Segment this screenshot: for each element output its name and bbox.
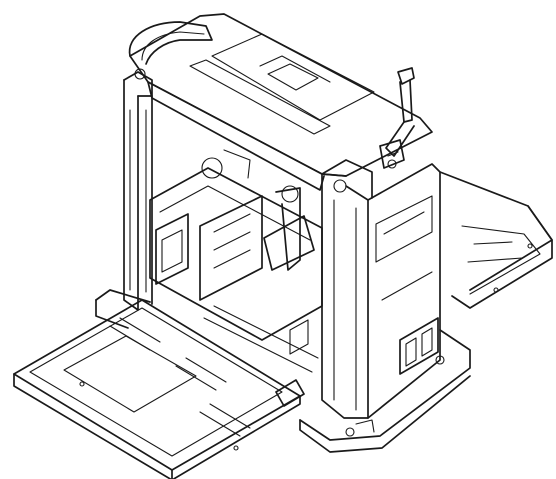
base (95, 289, 471, 453)
left-column (123, 71, 153, 311)
depth-adjustment-crank (379, 67, 415, 169)
right-column (321, 159, 441, 419)
outfeed-table (439, 171, 553, 309)
cutter-head-motor (149, 149, 323, 373)
switch-panel (399, 317, 439, 375)
carry-handle (128, 21, 213, 80)
infeed-table (13, 299, 305, 479)
